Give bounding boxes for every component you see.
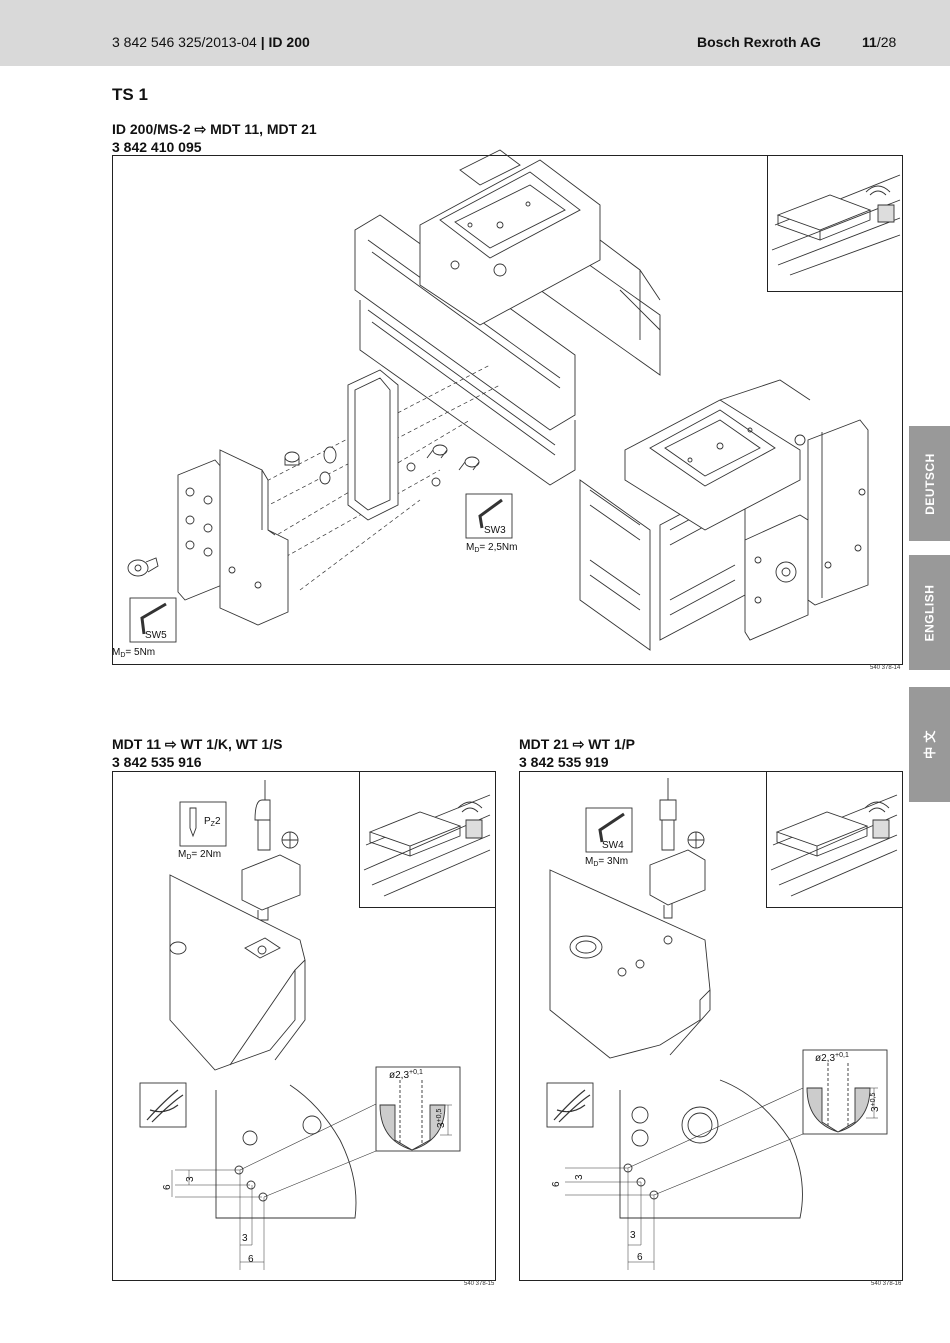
header-doc-info: 3 842 546 325/2013-04 | ID 200 [112, 34, 310, 50]
right-torque-label: MD= 3Nm [585, 856, 628, 868]
right-dim-b: 6 [551, 1181, 562, 1187]
right-hinge-assembly [549, 778, 711, 1059]
sw4-tool-box [585, 807, 633, 853]
right-figure-heading: MDT 21 ⇨ WT 1/P 3 842 535 919 [519, 736, 635, 770]
left-figure-ref: 540 378-15 [464, 1281, 495, 1287]
left-hinge-assembly [169, 780, 306, 1071]
tab-deutsch[interactable]: DEUTSCH [909, 426, 950, 541]
right-figure-ref: 540 378-16 [871, 1281, 902, 1287]
page-number: 11/28 [862, 34, 897, 50]
left-dim-d: 6 [248, 1254, 254, 1265]
drill-icon [546, 1082, 594, 1128]
pz2-label: PZ2 [204, 816, 221, 828]
top-figure-ref: 540 378-14 [870, 665, 901, 671]
sw5-torque-label: MD= 5Nm [112, 647, 155, 659]
right-figure-frame [519, 771, 903, 1281]
tab-chinese[interactable]: 中 文 [909, 687, 950, 802]
right-dim-a: 3 [574, 1174, 585, 1180]
screws [127, 444, 480, 577]
left-dim-b: 6 [162, 1184, 173, 1190]
drill-icon [139, 1082, 187, 1128]
left-inset-sketch-icon [363, 794, 491, 897]
right-drill-depth: 3+0,5 [870, 1093, 881, 1112]
hex-key-icon [140, 602, 167, 635]
top-inset-sketch-icon [771, 174, 901, 276]
sw5-label: SW5 [145, 630, 167, 641]
right-drill-detail [546, 1049, 888, 1270]
doc-number: 3 842 546 325/2013-04 [112, 34, 257, 50]
sw3-torque-label: MD= 2,5Nm [466, 542, 517, 554]
left-figure-heading: MDT 11 ⇨ WT 1/K, WT 1/S 3 842 535 916 [112, 736, 283, 770]
left-dim-c: 3 [242, 1233, 248, 1244]
sw3-label: SW3 [484, 525, 506, 536]
mounting-plate [177, 449, 289, 626]
right-figure-inset [766, 771, 903, 908]
left-drill-depth: 3+0,5 [436, 1109, 447, 1128]
cover-part [347, 369, 399, 521]
page-header: 3 842 546 325/2013-04 | ID 200 Bosch Rex… [0, 0, 950, 66]
sw5-tool-box [129, 597, 177, 643]
right-dim-d: 6 [637, 1252, 643, 1263]
header-separator: | [260, 34, 265, 50]
left-dim-a: 3 [185, 1176, 196, 1182]
tab-english[interactable]: ENGLISH [909, 555, 950, 670]
sw4-label: SW4 [602, 840, 624, 851]
company-name: Bosch Rexroth AG [697, 34, 821, 50]
section-title: TS 1 [112, 85, 148, 104]
left-figure-frame [112, 771, 496, 1281]
top-figure-heading: ID 200/MS-2 ⇨ MDT 11, MDT 21 3 842 410 0… [112, 121, 317, 155]
sw3-tool-box [465, 493, 513, 539]
right-dim-c: 3 [630, 1230, 636, 1241]
pz2-tool-box [179, 801, 227, 847]
product-name: ID 200 [268, 34, 310, 50]
left-torque-label: MD= 2Nm [178, 849, 221, 861]
left-figure-inset [359, 771, 496, 908]
rail-assembly-upper [354, 149, 661, 486]
hex-key-icon [598, 812, 625, 843]
rail-assembly-lower [579, 379, 869, 651]
left-drill-diameter: ø2,3+0,1 [389, 1069, 423, 1081]
right-drill-diameter: ø2,3+0,1 [815, 1052, 849, 1064]
hex-key-icon [478, 498, 503, 529]
left-drill-detail [139, 1066, 461, 1270]
right-inset-sketch-icon [770, 794, 898, 897]
